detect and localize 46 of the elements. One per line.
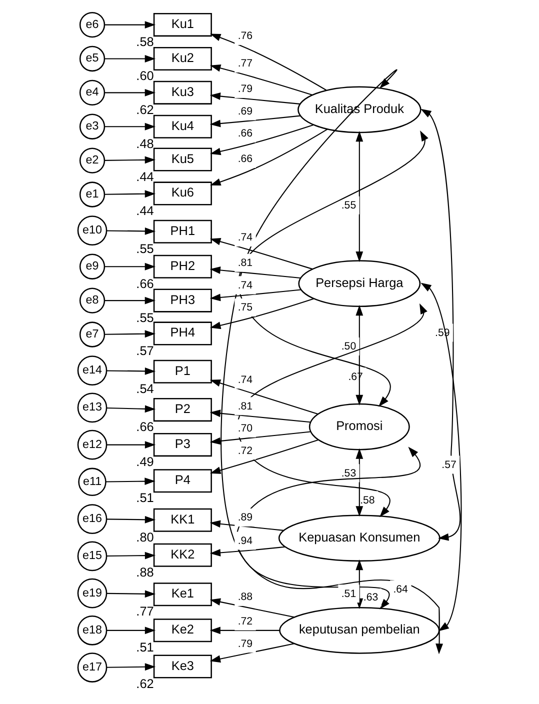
- node-label: .49: [136, 454, 154, 470]
- edge-label: .66: [237, 153, 252, 166]
- node-label: .62: [136, 102, 154, 117]
- node-label: .54: [136, 380, 154, 396]
- edge-label: .74: [237, 374, 252, 386]
- node-label: .66: [136, 276, 154, 291]
- edge-label: .57: [441, 458, 456, 471]
- node-label: .48: [136, 136, 154, 151]
- edge-label: .53: [340, 467, 356, 480]
- node-label: .57: [136, 342, 154, 358]
- node-label: .55: [136, 310, 154, 325]
- node-label: .88: [136, 564, 154, 580]
- edge-label: .89: [237, 512, 252, 524]
- node-label: .80: [136, 529, 154, 544]
- node-label: .60: [136, 68, 154, 84]
- node-label: .66: [136, 419, 154, 434]
- edge-label: .63: [362, 592, 378, 604]
- edge-label: .72: [237, 444, 252, 457]
- edge-label: .75: [237, 302, 252, 314]
- edge-label: .72: [237, 616, 252, 628]
- edge-label: .58: [360, 494, 374, 506]
- edge-label: .50: [340, 340, 356, 353]
- edge-label: .51: [340, 588, 356, 600]
- edge-label: .66: [237, 128, 252, 140]
- node-label: .51: [136, 640, 154, 655]
- edge-label: .77: [237, 58, 252, 70]
- edge-label: .76: [237, 30, 252, 42]
- node-label: .51: [136, 490, 154, 506]
- edge-label: .74: [237, 232, 252, 244]
- edge-label: .69: [237, 105, 252, 118]
- edge-label: .94: [237, 534, 252, 547]
- edge-label: .81: [237, 257, 252, 270]
- edge-label: .64: [392, 584, 408, 596]
- node-label: .44: [136, 168, 154, 184]
- node-label: .58: [136, 34, 154, 50]
- node-label: .44: [136, 202, 154, 218]
- edge-label: .79: [237, 638, 252, 650]
- edge-label: .74: [237, 279, 252, 292]
- edge-label: .79: [237, 83, 252, 96]
- node-label: .55: [136, 240, 154, 256]
- node-label: .77: [136, 604, 154, 619]
- node-label: .62: [136, 676, 154, 691]
- edge-label: .88: [237, 591, 252, 604]
- edge-label: .55: [340, 200, 356, 212]
- edge-label: .81: [237, 400, 252, 412]
- edge-label: .70: [237, 422, 252, 435]
